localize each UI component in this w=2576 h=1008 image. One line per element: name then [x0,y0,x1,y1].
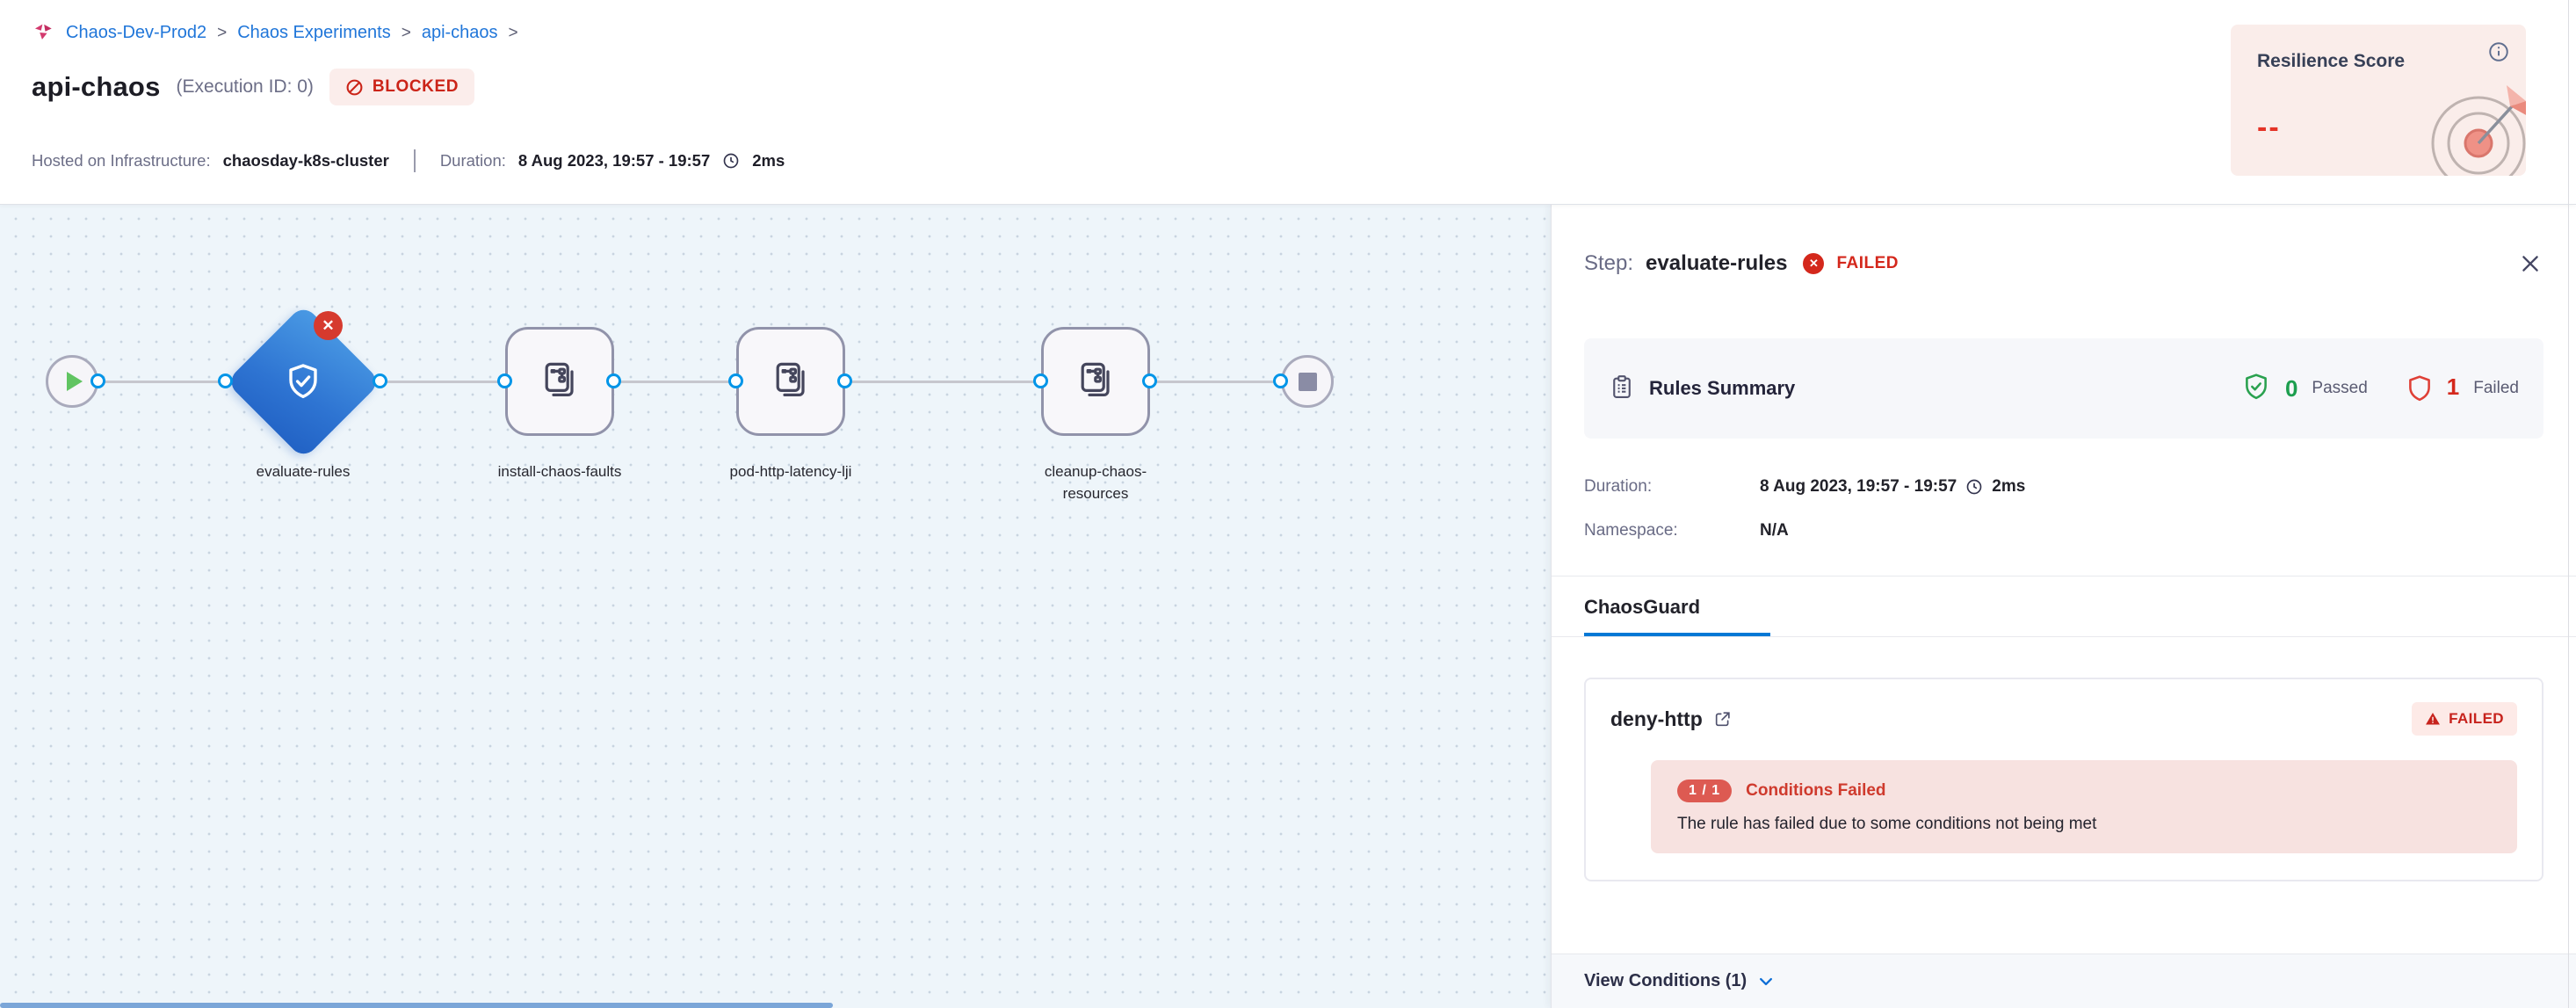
conditions-failed-title: Conditions Failed [1746,781,1886,800]
play-icon [66,372,83,391]
right-edge-divider [2568,0,2569,1008]
breadcrumb-separator: > [508,23,518,42]
meta-divider [413,149,416,172]
step-label: Step: [1584,251,1634,275]
close-icon[interactable] [2517,250,2543,277]
rules-summary-card: Rules Summary 0 Passed [1584,338,2543,439]
pipeline-end-node[interactable] [1281,355,1334,408]
page-title: api-chaos [32,71,161,102]
clock-icon [1965,478,1983,496]
panel-tabs: ChaosGuard [1552,577,2576,637]
resilience-score-card: Resilience Score -- [2231,25,2526,176]
port-dot [90,373,105,388]
status-badge-blocked: BLOCKED [329,69,475,105]
port-dot [1033,373,1048,388]
port-dot [218,373,233,388]
breadcrumb-separator: > [217,23,228,42]
node-label: pod-http-latency-lji [729,463,852,480]
port-dot [497,373,512,388]
breadcrumb-link-experiments[interactable]: Chaos Experiments [237,23,391,42]
rule-card-deny-http: deny-http [1584,678,2543,881]
rule-status-label: FAILED [2449,710,2504,727]
duration-label: Duration: [439,151,506,170]
panel-duration-elapsed: 2ms [1992,477,2026,496]
chaos-module-logo-icon [32,21,55,45]
pipeline-node-evaluate-rules[interactable] [226,304,381,460]
rule-name-link[interactable]: deny-http [1610,707,1703,730]
rule-status-badge: FAILED [2412,702,2517,736]
view-conditions-label: View Conditions (1) [1584,971,1747,990]
conditions-failed-alert: 1 / 1 Conditions Failed The rule has fai… [1651,760,2517,853]
pipeline-node-cleanup-chaos-resources[interactable] [1041,327,1150,436]
port-dot [728,373,743,388]
duration-value: 8 Aug 2023, 19:57 - 19:57 [517,151,711,170]
conditions-ratio-badge: 1 / 1 [1677,780,1733,802]
pipeline-canvas[interactable]: ✕ [0,205,1551,1008]
stop-icon [1298,372,1317,391]
canvas-horizontal-scrollbar[interactable] [0,1003,833,1008]
passed-label: Passed [2312,379,2368,397]
external-link-icon[interactable] [1713,710,1732,729]
view-conditions-toggle[interactable]: View Conditions (1) [1552,954,2576,1008]
failed-count: 1 [2446,373,2460,400]
clipboard-icon [1609,373,1635,404]
infrastructure-name: chaosday-k8s-cluster [222,151,389,170]
namespace-value: N/A [1760,521,1789,540]
step-name: evaluate-rules [1646,251,1788,275]
namespace-label: Namespace: [1584,521,1678,540]
panel-divider [1552,576,2576,577]
shield-check-green-icon [2241,372,2271,406]
resilience-score-value: -- [2257,111,2281,144]
warning-triangle-icon [2425,711,2441,727]
status-badge-label: BLOCKED [372,77,459,96]
shield-red-icon [2405,373,2435,403]
duration-elapsed: 2ms [752,151,785,170]
tab-chaosguard[interactable]: ChaosGuard [1584,577,1770,636]
port-dot [1273,373,1288,388]
info-icon[interactable] [2487,40,2510,63]
port-dot [606,373,621,388]
panel-duration-label: Duration: [1584,477,1653,496]
failed-label: Failed [2473,379,2519,397]
execution-id-label: (Execution ID: 0) [176,76,314,97]
node-label: cleanup-chaos-resources [1044,463,1147,502]
rules-summary-title: Rules Summary [1649,377,1796,399]
blocked-icon [345,78,364,97]
node-label: install-chaos-faults [497,463,622,480]
chaos-fault-step-icon [770,359,812,405]
conditions-failed-message: The rule has failed due to some conditio… [1677,815,2097,833]
clock-icon [722,152,740,170]
passed-count: 0 [2284,374,2298,402]
step-status-label: FAILED [1836,254,1899,272]
breadcrumb: Chaos-Dev-Prod2 > Chaos Experiments > ap… [32,21,518,45]
target-dart-illustration [2422,75,2526,176]
pipeline-connector-line [98,381,1281,383]
breadcrumb-separator: > [401,23,411,42]
breadcrumb-link-project[interactable]: Chaos-Dev-Prod2 [66,23,207,42]
port-dot [373,373,387,388]
hosted-on-label: Hosted on Infrastructure: [32,151,211,170]
chaos-fault-step-icon [539,359,581,405]
port-dot [1142,373,1157,388]
failed-circle-x-icon: ✕ [1803,253,1825,274]
pipeline-node-install-chaos-faults[interactable] [505,327,614,436]
port-dot [837,373,852,388]
node-failed-badge-icon: ✕ [314,311,343,340]
node-label: evaluate-rules [256,463,351,480]
step-detail-panel: Step: evaluate-rules ✕ FAILED Rule [1551,205,2576,1008]
panel-duration-value: 8 Aug 2023, 19:57 - 19:57 [1760,477,1957,496]
breadcrumb-link-experiment[interactable]: api-chaos [421,23,498,42]
pipeline-node-pod-http-latency[interactable] [736,327,845,436]
page-header: Chaos-Dev-Prod2 > Chaos Experiments > ap… [0,0,2576,205]
resilience-score-title: Resilience Score [2257,51,2406,71]
chevron-down-icon [1757,973,1775,990]
chaos-fault-step-icon [1075,359,1117,405]
